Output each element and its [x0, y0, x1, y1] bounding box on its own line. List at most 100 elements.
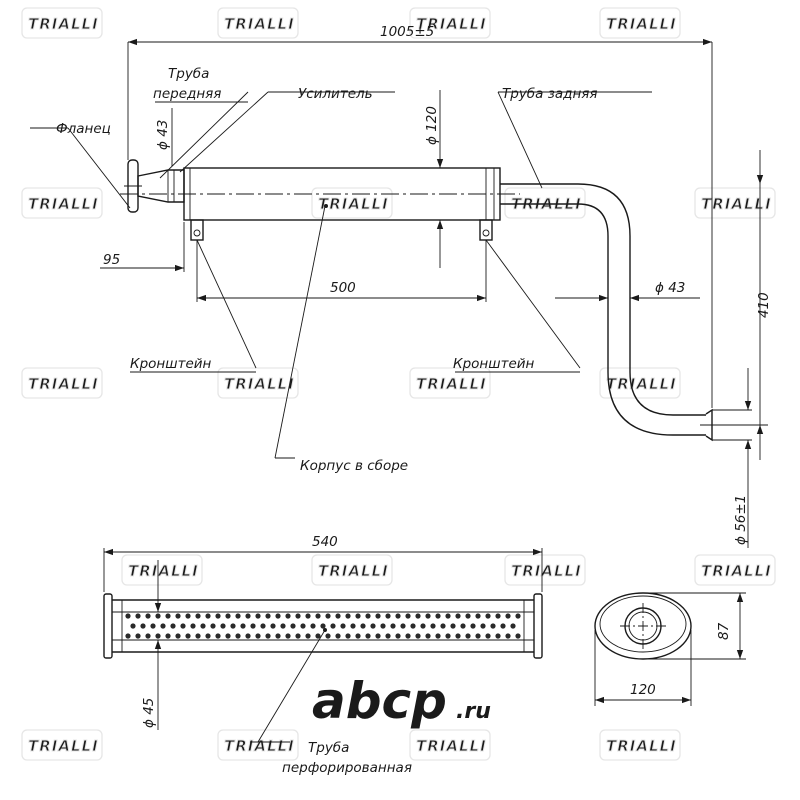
perforation-hole [485, 633, 491, 639]
perforation-hole [240, 623, 246, 629]
front-pipe-label-line1: Труба [168, 66, 209, 82]
perforation-hole [425, 633, 431, 639]
abcp-logo: abcp .ru [312, 672, 491, 730]
body-assembly-label: Корпус в сборе [300, 458, 408, 474]
perforation-hole [145, 613, 151, 619]
perforation-hole [325, 633, 331, 639]
abcp-logo-tld: .ru [456, 699, 491, 724]
watermark-brand: TRIALLI [606, 375, 677, 393]
perforation-hole [210, 623, 216, 629]
perf-diameter-label: ϕ 45 [141, 698, 157, 728]
perforation-hole [385, 633, 391, 639]
perforation-hole [335, 613, 341, 619]
perforation-hole [390, 623, 396, 629]
perforation-hole [350, 623, 356, 629]
muffler-assembly-view [120, 159, 713, 442]
perforation-hole [465, 633, 471, 639]
watermark-brand: TRIALLI [224, 375, 295, 393]
perforation-hole [365, 613, 371, 619]
perf-pipe-label-line2: перфорированная [282, 760, 412, 776]
perforation-hole [475, 633, 481, 639]
bracket-spacing-label: 500 [330, 280, 356, 296]
perforation-hole [280, 623, 286, 629]
watermark-brand: TRIALLI [511, 562, 582, 580]
watermark-brand: TRIALLI [28, 375, 99, 393]
perf-pipe-left-end [103, 593, 113, 659]
perforation-hole [495, 633, 501, 639]
perforation-hole [305, 633, 311, 639]
perforation-hole [490, 623, 496, 629]
assembly-dimensions: 1005±5 ϕ 43 ϕ 120 95 500 ϕ 43 410 [100, 24, 772, 548]
perforation-hole [155, 613, 161, 619]
watermark-brand: TRIALLI [224, 737, 295, 755]
perforation-hole [400, 623, 406, 629]
perforation-hole [275, 613, 281, 619]
rear-pipe-outer [500, 183, 706, 416]
oval-height-label: 87 [716, 622, 732, 640]
perforation-hole [430, 623, 436, 629]
watermark-brand: TRIALLI [128, 562, 199, 580]
reinforcer-label: Усилитель [298, 86, 373, 102]
perforation-hole [505, 633, 511, 639]
perforation-hole [155, 633, 161, 639]
watermark-brand: TRIALLI [28, 195, 99, 213]
perforation-hole [460, 623, 466, 629]
perforation-hole [330, 623, 336, 629]
watermark-grid: TRIALLI TRIALLI TRIALLI TRIALLI TRIALLI … [21, 7, 776, 761]
perforation-hole [130, 623, 136, 629]
watermark-brand: TRIALLI [416, 15, 487, 33]
perforation-hole [290, 623, 296, 629]
perforation-hole [515, 613, 521, 619]
perforation-hole [370, 623, 376, 629]
rear-pipe-inner [500, 203, 706, 436]
perforation-hole [475, 613, 481, 619]
perforation-hole [415, 633, 421, 639]
overall-length-label: 1005±5 [380, 24, 434, 40]
perforation-hole [435, 613, 441, 619]
perforation-hole [255, 613, 261, 619]
perforation-hole [190, 623, 196, 629]
perforation-hole [170, 623, 176, 629]
front-diameter-label: ϕ 43 [155, 120, 171, 150]
watermark-brand: TRIALLI [416, 737, 487, 755]
perf-pipe-dimensions: 540 ϕ 45 Труба перфорированная [103, 534, 543, 776]
perforation-hole [250, 623, 256, 629]
watermark-brand: TRIALLI [606, 737, 677, 755]
perforation-hole [360, 623, 366, 629]
perforation-hole [435, 633, 441, 639]
perforation-hole [285, 613, 291, 619]
perforation-hole [320, 623, 326, 629]
perforation-hole [205, 633, 211, 639]
perforation-hole [215, 613, 221, 619]
perforation-hole [165, 613, 171, 619]
perforation-hole [405, 613, 411, 619]
perforation-hole [295, 633, 301, 639]
perforation-hole [500, 623, 506, 629]
perforation-hole [140, 623, 146, 629]
perf-pipe-label-line1: Труба [308, 740, 349, 756]
perforation-hole [305, 613, 311, 619]
perforation-hole [345, 613, 351, 619]
perforation-hole [195, 613, 201, 619]
watermark-brand: TRIALLI [606, 15, 677, 33]
perforation-hole [485, 613, 491, 619]
perforation-hole [510, 623, 516, 629]
front-pipe-label-line2: передняя [153, 86, 221, 102]
perforation-hole [405, 633, 411, 639]
perforation-hole [425, 613, 431, 619]
perforation-hole [385, 613, 391, 619]
perforation-hole [260, 623, 266, 629]
perforation-hole [375, 613, 381, 619]
watermark-brand: TRIALLI [318, 562, 389, 580]
perforation-hole [515, 633, 521, 639]
flange-offset-label: 95 [103, 252, 120, 268]
abcp-logo-text: abcp [312, 672, 447, 730]
perforation-hole [195, 633, 201, 639]
perf-pipe-right-end [533, 593, 543, 659]
perforation-hole [225, 613, 231, 619]
perforation-hole [230, 623, 236, 629]
perforation-hole [215, 633, 221, 639]
watermark-brand: TRIALLI [701, 562, 772, 580]
perforation-hole [340, 623, 346, 629]
